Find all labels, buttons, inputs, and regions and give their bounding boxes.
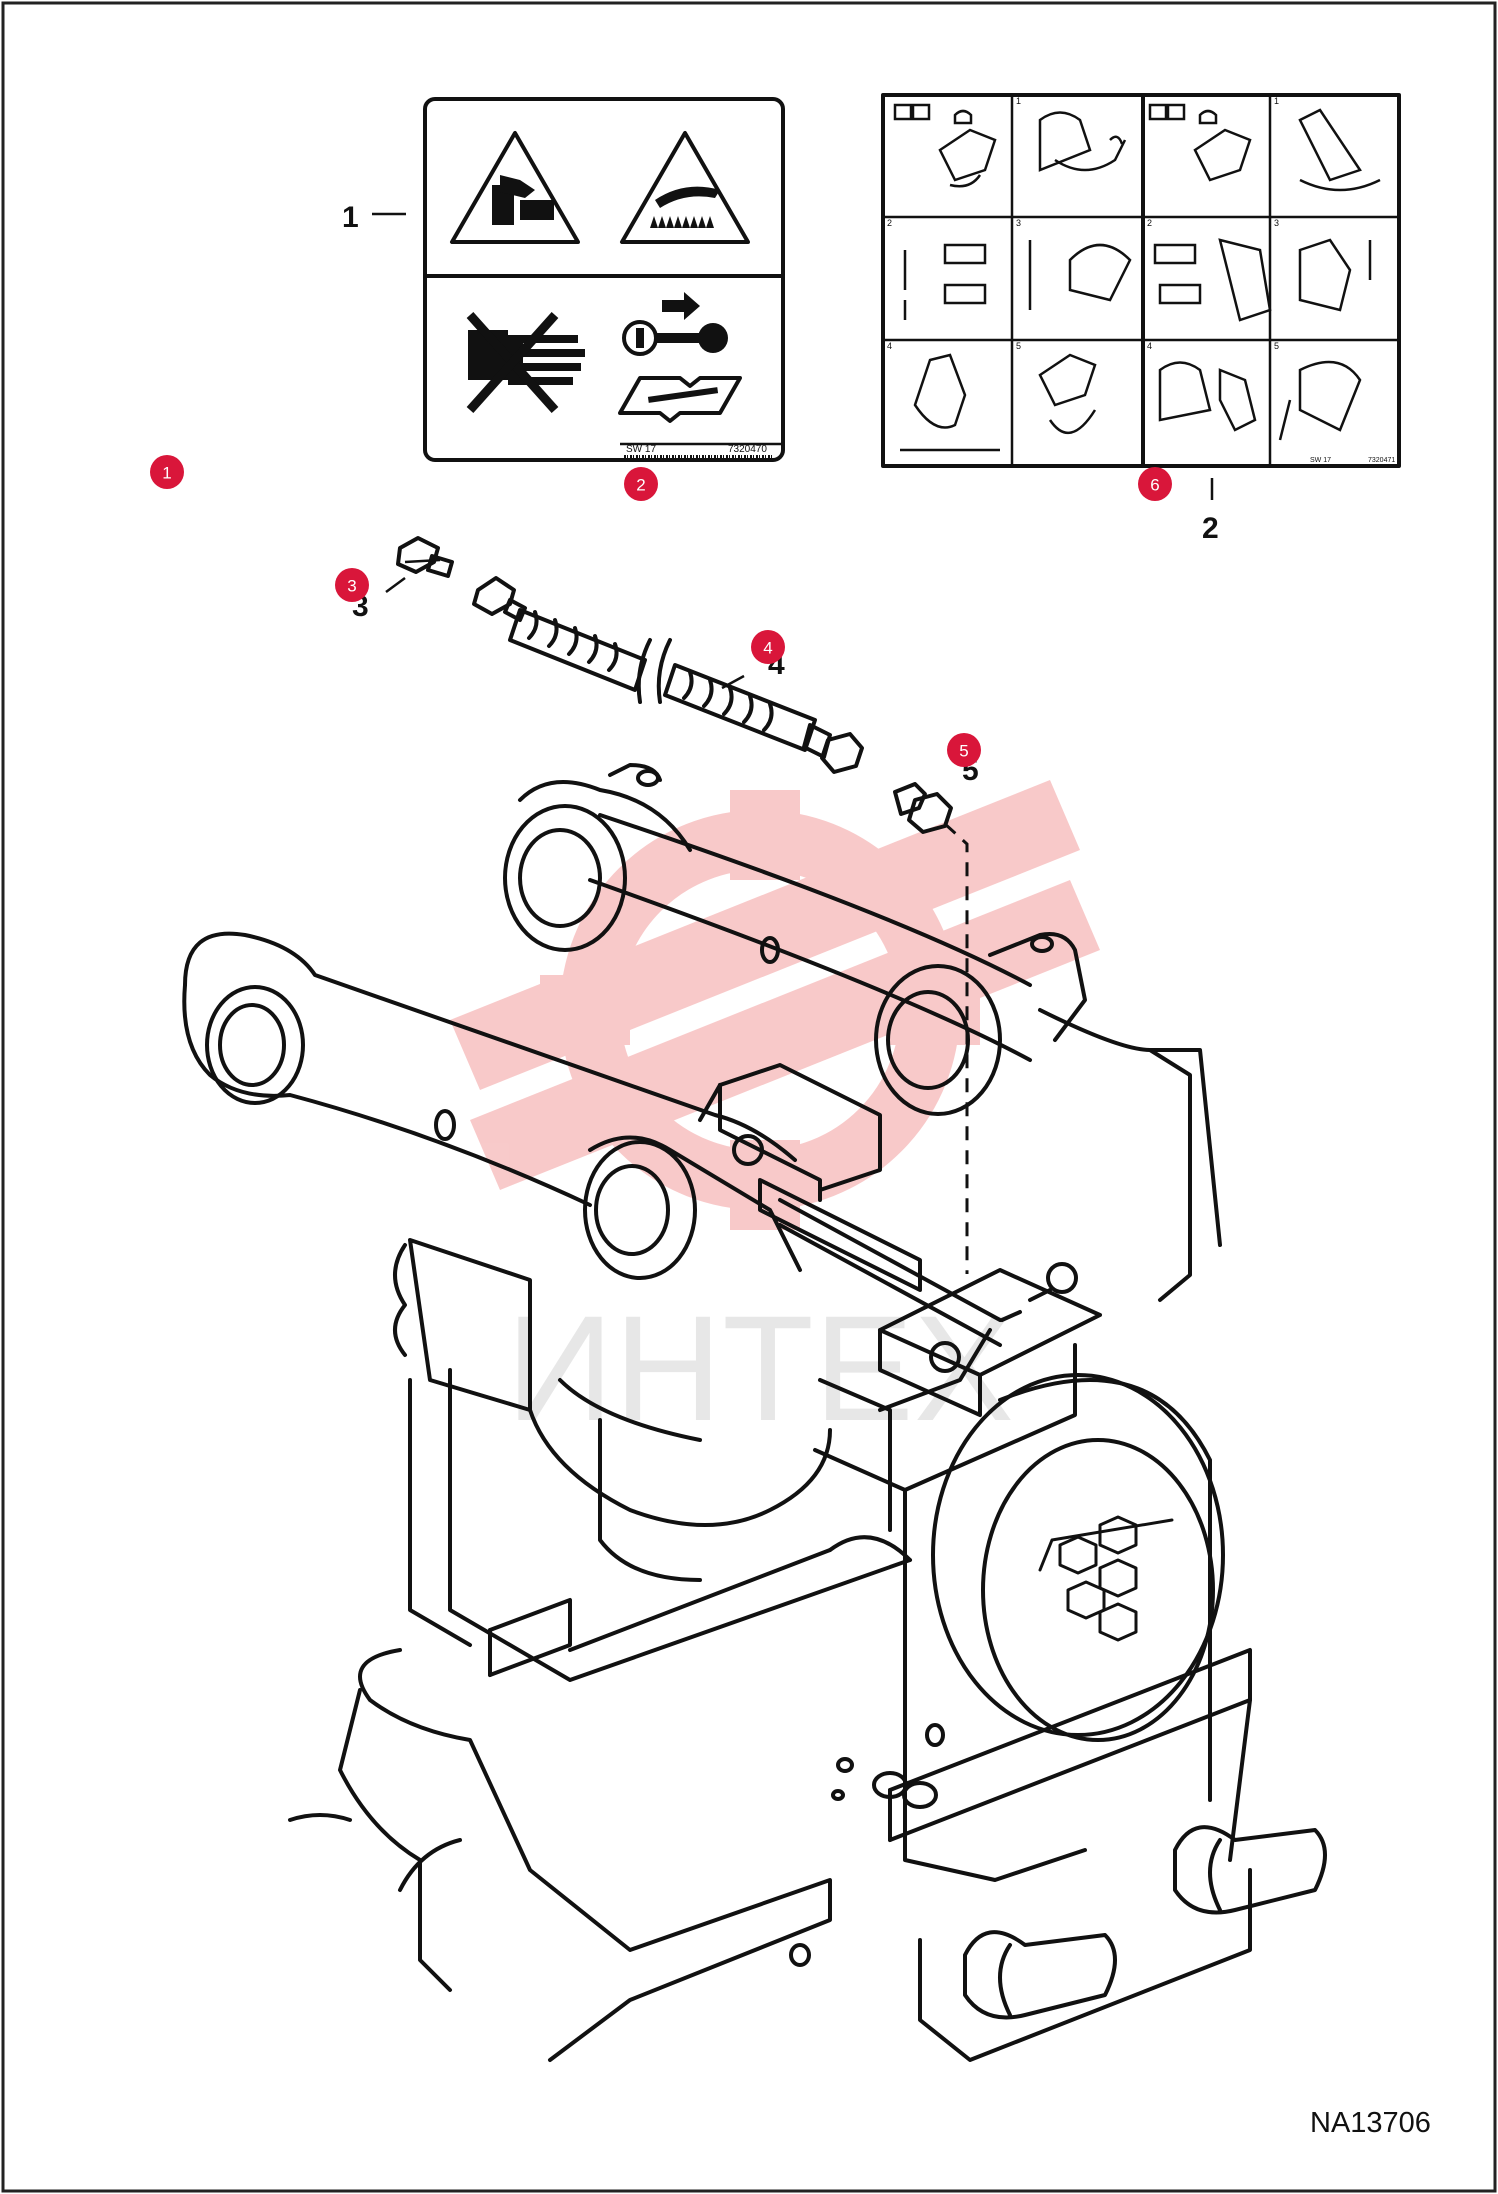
decal-1-part-number: 7320470 bbox=[728, 444, 767, 455]
decal-2-step: 3 bbox=[1274, 218, 1279, 228]
decal-1: SW 17 7320470 1 bbox=[342, 97, 785, 462]
decal-1-code: SW 17 bbox=[626, 444, 656, 455]
quick-coupler-body bbox=[182, 763, 1327, 2062]
decal-2-step: 2 bbox=[887, 218, 892, 228]
hotspot-4-label: 4 bbox=[763, 639, 772, 658]
decal-2-code: SW 17 bbox=[1310, 457, 1331, 464]
hotspot-5[interactable]: 5 bbox=[947, 733, 981, 767]
decal-2-step: 1 bbox=[1016, 96, 1021, 106]
remove-key-icon bbox=[622, 292, 728, 356]
decal-2-step: 4 bbox=[887, 341, 892, 351]
decal-2-part-number: 7320471 bbox=[1368, 457, 1395, 464]
callout-2-label: 2 bbox=[1202, 512, 1219, 545]
decal-2-step: 2 bbox=[1147, 218, 1152, 228]
decal-2-step: 5 bbox=[1274, 341, 1279, 351]
hotspot-3-label: 3 bbox=[347, 577, 356, 596]
fitting-5 bbox=[893, 782, 953, 834]
hotspot-2-label: 2 bbox=[636, 476, 645, 495]
hose-assembly: 3 4 5 bbox=[352, 536, 979, 1274]
decal-1-barcode: SW 17 7320470 bbox=[622, 444, 772, 461]
decal-2: 1 2 3 4 5 1 2 3 4 5 bbox=[881, 93, 1401, 545]
watermark-text: ИНТЕХ bbox=[506, 1284, 1014, 1452]
callout-1-label: 1 bbox=[342, 201, 359, 234]
no-hands-icon bbox=[466, 311, 585, 414]
decal-2-step: 4 bbox=[1147, 341, 1152, 351]
decal-2-step: 5 bbox=[1016, 341, 1021, 351]
hotspot-1[interactable]: 1 bbox=[150, 455, 184, 489]
manual-wrench-icon bbox=[618, 376, 742, 423]
hotspot-6-label: 6 bbox=[1150, 476, 1159, 495]
decal-2-step: 3 bbox=[1016, 218, 1021, 228]
hotspot-4[interactable]: 4 bbox=[751, 630, 785, 664]
decal-2-step: 1 bbox=[1274, 96, 1279, 106]
watermark-logo: ИНТЕХ bbox=[450, 780, 1100, 1452]
hotspot-3[interactable]: 3 bbox=[335, 568, 369, 602]
hotspot-5-label: 5 bbox=[959, 742, 968, 761]
crush-warning-icon bbox=[450, 131, 580, 244]
hotspot-2[interactable]: 2 bbox=[624, 467, 658, 501]
hotspot-1-label: 1 bbox=[162, 464, 171, 483]
drawing-id: NA13706 bbox=[1310, 2107, 1431, 2139]
hot-surface-warning-icon bbox=[620, 131, 750, 244]
hotspot-6[interactable]: 6 bbox=[1138, 467, 1172, 501]
fitting-3 bbox=[396, 536, 454, 578]
